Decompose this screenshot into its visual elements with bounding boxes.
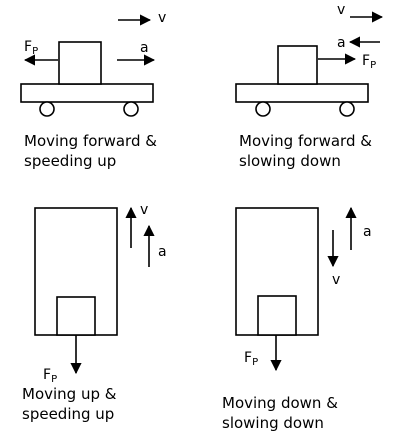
panel-forward-speeding-up: v a FP Moving forward & speeding up [20,10,166,170]
force-label: FP [43,367,57,385]
velocity-label: v [140,202,148,218]
acceleration-label: a [140,40,149,56]
cart-body [235,83,369,103]
force-label: FP [24,39,38,57]
panel-forward-slowing-down: v a FP Moving forward & slowing down [235,2,384,170]
block [58,41,102,85]
force-label: FP [362,53,376,71]
caption: Moving forward & speeding up [24,132,162,170]
wheel-left [255,101,271,117]
elevator-car [257,295,297,336]
caption: Moving forward & slowing down [239,132,377,170]
velocity-label: v [337,2,345,18]
wheel-left [39,101,55,117]
force-label: FP [244,350,258,368]
cart-body [20,83,154,103]
acceleration-label: a [158,244,167,260]
caption: Moving up & speeding up [22,385,121,423]
caption: Moving down & slowing down [222,394,343,432]
acceleration-label: a [337,35,346,51]
velocity-label: v [332,272,340,288]
wheel-right [123,101,139,117]
elevator-car [56,296,96,336]
acceleration-label: a [363,224,372,240]
velocity-label: v [158,10,166,26]
block [277,45,318,85]
panel-up-speeding-up: v a FP Moving up & speeding up [22,202,167,423]
wheel-right [339,101,355,117]
panel-down-slowing-down: v a FP Moving down & slowing down [222,206,372,432]
